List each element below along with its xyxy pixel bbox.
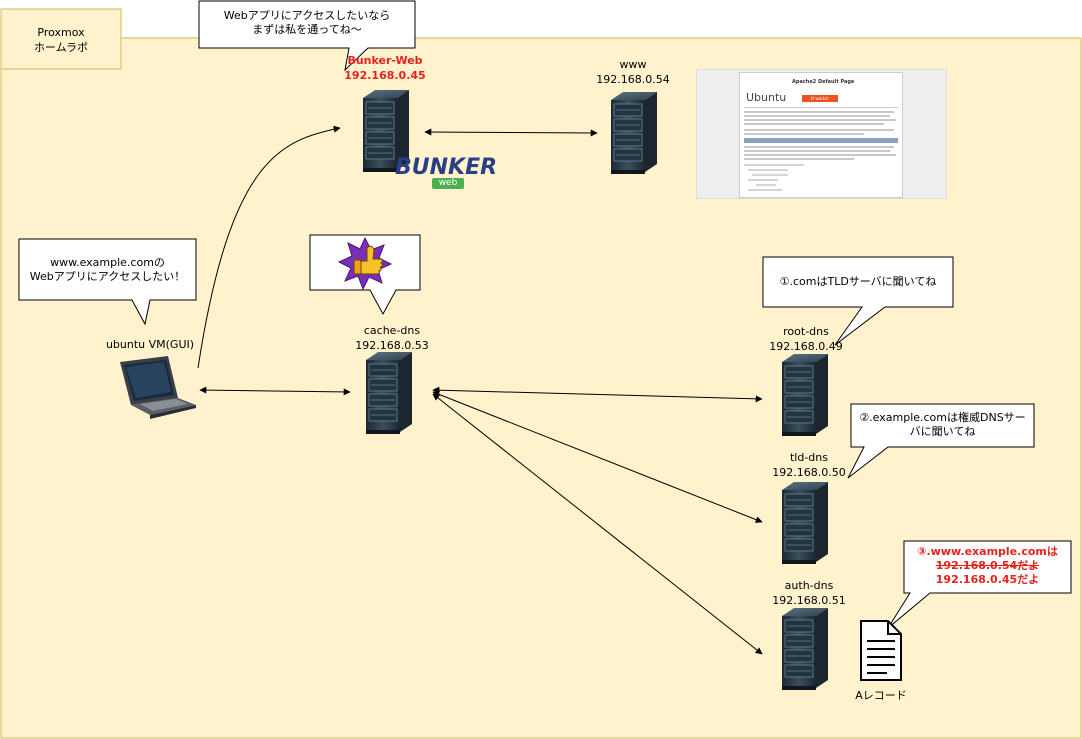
tld-label: tld-dns 192.168.0.50 xyxy=(754,450,864,480)
auth-bubble xyxy=(887,540,1072,629)
root-label: root-dns 192.168.0.49 xyxy=(751,324,861,354)
www-name: www xyxy=(619,58,647,71)
apache-heading: Apache2 Default Page xyxy=(792,79,855,85)
bunkerweb-logo: BUNKER web xyxy=(395,156,505,192)
root-server-icon xyxy=(781,353,829,437)
auth-new-ip: 192.168.0.45だよ xyxy=(935,573,1040,586)
apache-works-button: It works! xyxy=(802,95,838,102)
auth-label: auth-dns 192.168.0.51 xyxy=(754,578,864,608)
cache-label: cache-dns 192.168.0.53 xyxy=(337,323,447,353)
proxmox-label-box xyxy=(0,8,122,70)
cache-server-icon xyxy=(365,351,413,435)
link-client-cache xyxy=(199,386,351,396)
link-client-bunker xyxy=(197,125,341,369)
zone-title: Proxmox xyxy=(37,26,85,39)
bunker-bubble-text: Webアプリにアクセスしたいなら まずは私を通ってね〜 xyxy=(223,9,391,36)
root-bubble xyxy=(762,256,954,346)
cache-ip: 192.168.0.53 xyxy=(355,339,429,352)
root-name: root-dns xyxy=(783,325,829,338)
bunker-name: Bunker-Web xyxy=(347,54,423,67)
link-bunker-www xyxy=(424,128,598,137)
thumbs-up-icon xyxy=(337,236,393,291)
link-cache-auth xyxy=(432,393,763,655)
bunker-bubble xyxy=(198,0,416,72)
tld-ip: 192.168.0.50 xyxy=(772,466,846,479)
laptop-icon xyxy=(120,356,196,419)
a-record-label: Aレコード xyxy=(855,689,907,702)
www-label: www 192.168.0.54 xyxy=(578,57,688,87)
auth-server-icon xyxy=(781,607,829,691)
tld-bubble-text: ②.example.comは権威DNSサー バに聞いてね xyxy=(859,411,1026,438)
www-ip: 192.168.0.54 xyxy=(596,73,670,86)
apache-default-page-screenshot: Ubuntu Apache2 Default Page It works! xyxy=(696,69,947,199)
bunker-label: Bunker-Web 192.168.0.45 xyxy=(330,53,440,83)
bunkerweb-logo-sub: web xyxy=(432,178,464,189)
www-server-icon xyxy=(610,91,658,175)
apache-brand: Ubuntu xyxy=(746,91,787,104)
cache-name: cache-dns xyxy=(363,324,421,337)
document-icon xyxy=(860,620,902,681)
auth-old-ip: 192.168.0.54だよ xyxy=(935,559,1040,572)
tld-bubble xyxy=(847,403,1035,479)
tld-server-icon xyxy=(781,481,829,565)
auth-bubble-text: ③.www.example.comは 192.168.0.54だよ 192.16… xyxy=(904,545,1071,587)
root-bubble-text: ①.comはTLDサーバに聞いてね xyxy=(779,275,937,288)
auth-ip: 192.168.0.51 xyxy=(772,594,846,607)
root-ip: 192.168.0.49 xyxy=(769,340,843,353)
tld-name: tld-dns xyxy=(789,451,828,464)
client-label: ubuntu VM(GUI) xyxy=(105,338,195,351)
auth-name: auth-dns xyxy=(784,579,834,592)
zone-label: Proxmox ホームラボ xyxy=(1,25,121,55)
client-bubble xyxy=(18,238,197,326)
client-bubble-text: www.example.comの Webアプリにアクセスしたい！ xyxy=(29,256,186,283)
bunkerweb-logo-main: BUNKER xyxy=(395,155,498,180)
zone-subtitle: ホームラボ xyxy=(33,41,89,54)
bunker-ip: 192.168.0.45 xyxy=(344,69,426,82)
